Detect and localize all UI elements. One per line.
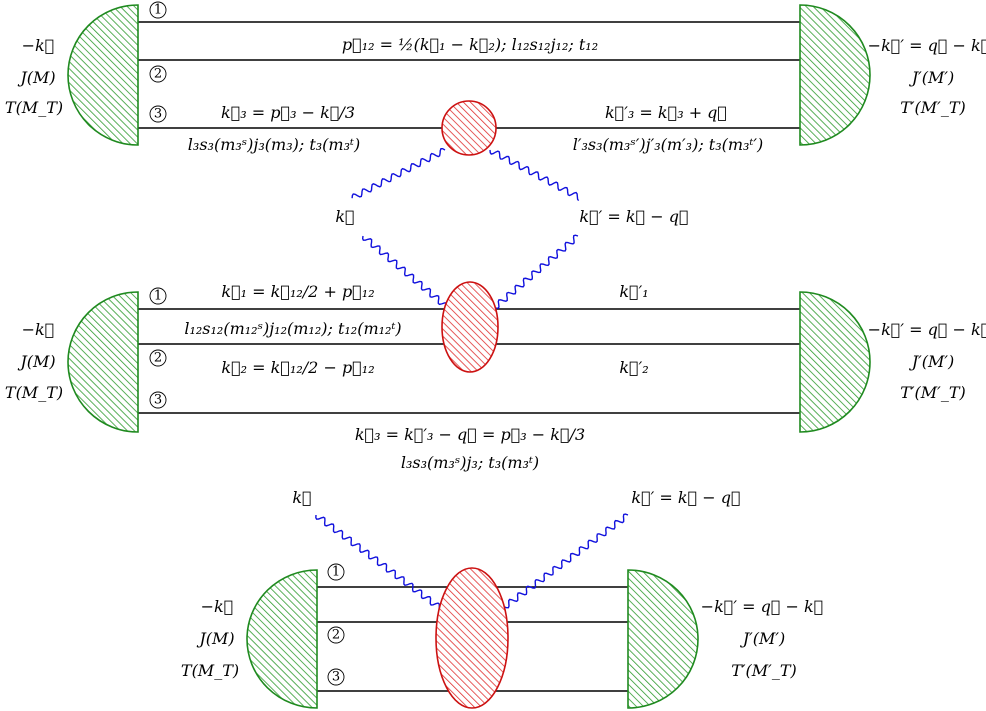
k3-label: k⃗₃ = k⃗′₃ − q⃗ = p⃗₃ − k⃗/3: [355, 425, 585, 444]
svg-text:3: 3: [332, 670, 340, 685]
line-number-1: 1: [149, 1, 167, 19]
svg-text:3: 3: [154, 393, 162, 408]
line-number-3: 3: [327, 668, 345, 686]
svg-text:2: 2: [154, 67, 162, 82]
vertex-blob: [441, 281, 499, 373]
left-momentum-label: −k⃗: [22, 36, 55, 55]
photon-in-label: k⃗: [292, 488, 311, 507]
right-spin-label: J′(M′): [909, 68, 955, 87]
right-spin-label: J′(M′): [740, 629, 786, 648]
k3-quantum-numbers: l₃s₃(m₃ˢ)j₃; t₃(m₃ᵗ): [401, 453, 539, 472]
k3-out-label: k⃗′₃ = k⃗₃ + q⃗: [605, 103, 727, 122]
left-isospin-label: T(M_T): [181, 661, 239, 680]
photon-line-in: [361, 235, 448, 310]
nucleus-blob-left: [67, 291, 139, 433]
right-isospin-label: T′(M′_T): [900, 98, 965, 117]
nucleus-blob-right: [799, 4, 871, 146]
right-isospin-label: T′(M′_T): [900, 383, 965, 402]
photon-line-out: [501, 513, 629, 609]
left-isospin-label: T(M_T): [5, 98, 63, 117]
svg-text:1: 1: [154, 289, 162, 304]
nucleus-blob-right: [627, 569, 699, 709]
left-spin-label: J(M): [196, 629, 234, 648]
pair-momentum-label: p⃗₁₂ = ½(k⃗₁ − k⃗₂); l₁₂s₁₂j₁₂; t₁₂: [342, 35, 598, 54]
svg-text:2: 2: [154, 351, 162, 366]
line-number-2: 2: [149, 349, 167, 367]
left-momentum-label: −k⃗: [22, 320, 55, 339]
left-isospin-label: T(M_T): [5, 383, 63, 402]
k2-out-label: k⃗′₂: [619, 358, 648, 377]
right-momentum-label: −k⃗′ = q⃗ − k⃗: [868, 36, 986, 55]
line-number-1: 1: [327, 563, 345, 581]
nucleus-blob-left: [67, 4, 139, 146]
k1-out-label: k⃗′₁: [619, 282, 648, 301]
k3-in-quantum-numbers: l₃s₃(m₃ˢ)j₃(m₃); t₃(m₃ᵗ): [188, 135, 360, 154]
left-spin-label: J(M): [17, 68, 55, 87]
left-momentum-label: −k⃗: [201, 597, 234, 616]
photon-line-out: [493, 234, 579, 310]
line-number-3: 3: [149, 105, 167, 123]
photon-line-in: [351, 147, 446, 199]
line-number-2: 2: [149, 65, 167, 83]
nucleus-blob-left: [246, 569, 318, 709]
svg-text:2: 2: [332, 628, 340, 643]
right-spin-label: J′(M′): [909, 352, 955, 371]
k1-label: k⃗₁ = k⃗₁₂/2 + p⃗₁₂: [221, 282, 374, 301]
diagram-3: 1 2 3 −k⃗ J(M) T(M_T) −k⃗′ = q⃗ − k⃗ J′(…: [181, 488, 824, 709]
line-number-3: 3: [149, 391, 167, 409]
diagram-2: 1 2 3 −k⃗ J(M) T(M_T) −k⃗′ = q⃗ − k⃗ J′(…: [5, 234, 986, 472]
diagram-1: 1 2 3 −k⃗ J(M) T(M_T) −k⃗′ = q⃗ − k⃗ J′(…: [5, 1, 986, 226]
pair-quantum-numbers: l₁₂s₁₂(m₁₂ˢ)j₁₂(m₁₂); t₁₂(m₁₂ᵗ): [184, 319, 401, 338]
nucleus-blob-right: [799, 291, 871, 433]
vertex-blob: [435, 567, 509, 709]
left-spin-label: J(M): [17, 352, 55, 371]
svg-text:3: 3: [154, 107, 162, 122]
photon-line-in: [315, 514, 441, 610]
photon-out-label: k⃗′ = k⃗ − q⃗: [631, 488, 740, 507]
photon-line-out: [489, 149, 580, 202]
photon-out-label: k⃗′ = k⃗ − q⃗: [579, 207, 688, 226]
right-isospin-label: T′(M′_T): [731, 661, 796, 680]
svg-text:1: 1: [332, 565, 340, 580]
line-number-2: 2: [327, 626, 345, 644]
right-momentum-label: −k⃗′ = q⃗ − k⃗: [868, 320, 986, 339]
svg-text:1: 1: [154, 3, 162, 18]
k3-in-label: k⃗₃ = p⃗₃ − k⃗/3: [221, 103, 355, 122]
right-momentum-label: −k⃗′ = q⃗ − k⃗: [701, 597, 824, 616]
k2-label: k⃗₂ = k⃗₁₂/2 − p⃗₁₂: [221, 358, 374, 377]
photon-in-label: k⃗: [335, 207, 354, 226]
line-number-1: 1: [149, 287, 167, 305]
vertex-blob: [441, 100, 497, 156]
k3-out-quantum-numbers: l′₃s₃(m₃ˢ′)j′₃(m′₃); t₃(m₃ᵗ′): [573, 135, 764, 154]
